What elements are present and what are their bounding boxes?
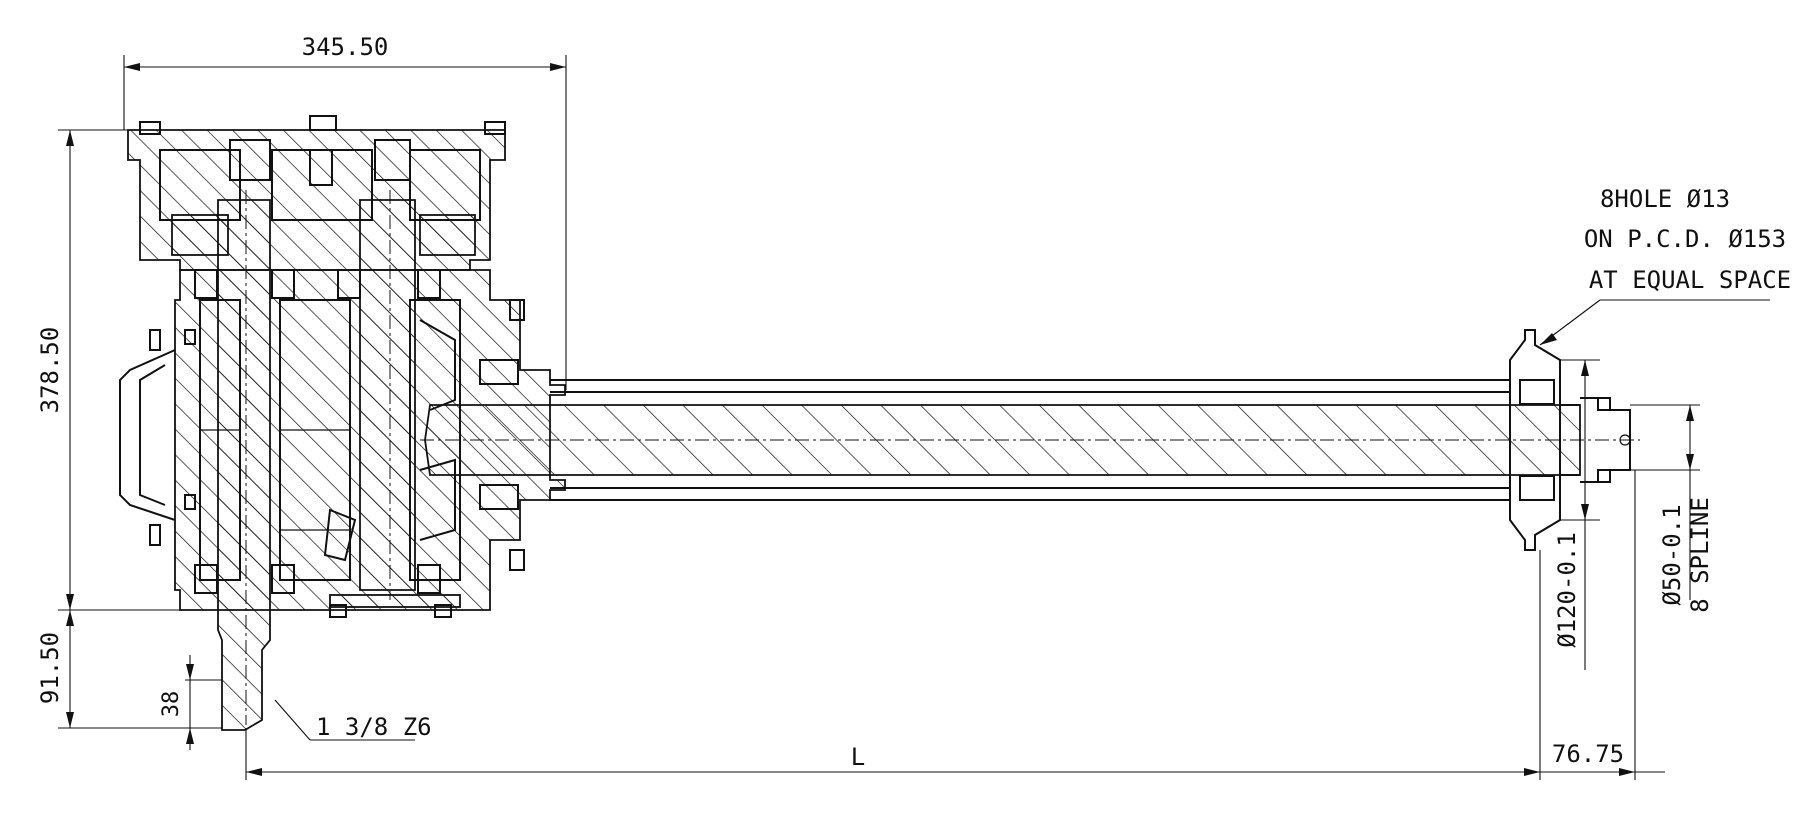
gearbox-housing — [119, 115, 566, 731]
note-line3: AT EQUAL SPACE — [1589, 266, 1791, 294]
note-line2: ON P.C.D. Ø153 — [1584, 225, 1786, 253]
stub-label: 38 — [159, 691, 184, 718]
output-shaft — [420, 329, 1640, 551]
spline-in-label: 1 3/8 Z6 — [316, 713, 432, 741]
tail-label: 76.75 — [1552, 740, 1624, 768]
dia-flange-label: Ø120-0.1 — [1553, 532, 1581, 648]
height-lower-label: 91.50 — [36, 632, 64, 704]
spline-out-label: 8 SPLINE — [1686, 497, 1714, 613]
height-body-label: 378.50 — [36, 327, 64, 414]
length-label: L — [851, 743, 865, 771]
width-top-label: 345.50 — [302, 33, 389, 61]
dimension-lines — [58, 55, 1770, 780]
note-line1: 8HOLE Ø13 — [1600, 185, 1730, 213]
dia-shaft-label: Ø50-0.1 — [1658, 504, 1686, 605]
